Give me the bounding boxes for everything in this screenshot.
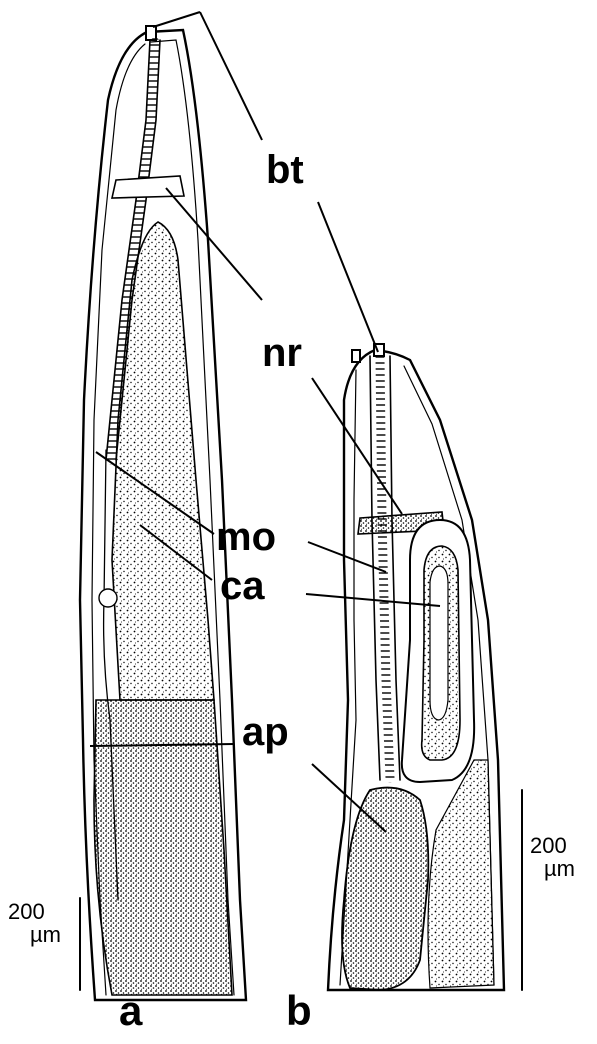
scale-bar-b-value: 200 xyxy=(530,834,575,857)
specimen-b-right-stipple xyxy=(428,760,494,988)
label-ap: ap xyxy=(242,712,289,752)
leader-bt-b xyxy=(318,202,378,352)
specimen-a xyxy=(80,26,246,1000)
specimen-a-vesicle xyxy=(99,589,117,607)
leader-mo-b xyxy=(308,542,386,572)
specimen-b-buccal-tube-tip2 xyxy=(352,350,360,362)
scale-bar-b-label: 200 µm xyxy=(530,834,575,880)
specimen-b-esophagus-rungs xyxy=(380,358,390,778)
panel-label-a: a xyxy=(119,990,142,1032)
panel-label-b: b xyxy=(286,990,312,1032)
leader-bt-a-top xyxy=(153,12,200,27)
scale-bar-b-unit: µm xyxy=(530,857,575,880)
scale-bar-a-label: 200 µm xyxy=(8,900,61,946)
specimen-a-nerve-ring xyxy=(112,176,184,198)
label-ca: ca xyxy=(220,566,265,606)
specimen-b-cardiac-lumen xyxy=(430,566,448,720)
label-nr: nr xyxy=(262,333,302,373)
label-bt: bt xyxy=(266,150,304,190)
scale-bar-a-unit: µm xyxy=(8,923,61,946)
leader-bt-a xyxy=(200,12,262,140)
leader-nr-b xyxy=(312,378,402,514)
specimen-b-posterior-gland xyxy=(342,788,428,990)
scale-bar-a-value: 200 xyxy=(8,900,61,923)
label-mo: mo xyxy=(216,517,276,557)
specimen-b xyxy=(328,344,522,990)
